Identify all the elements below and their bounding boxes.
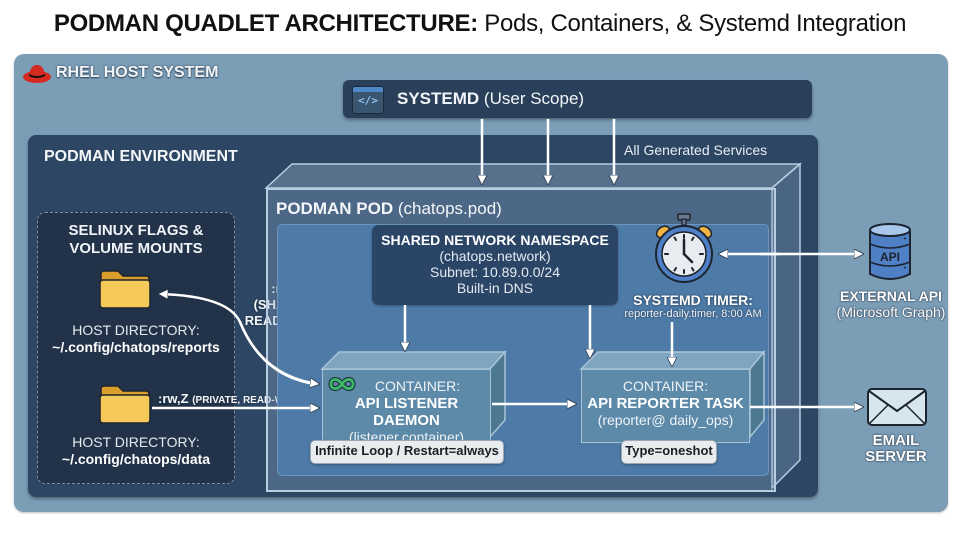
listener-restart-badge: Infinite Loop / Restart=always	[310, 440, 504, 464]
mount-flag-rw-note: (PRIVATE, READ-WRITE)	[192, 395, 311, 406]
envelope-icon	[867, 388, 927, 426]
email-line1: EMAIL	[872, 432, 920, 449]
shared-network-namespace-box: SHARED NETWORK NAMESPACE (chatops.networ…	[372, 225, 618, 305]
host-directory-reports: HOST DIRECTORY: ~/.config/chatops/report…	[37, 322, 235, 356]
network-title: SHARED NETWORK NAMESPACE	[381, 232, 609, 248]
mount-flag-rw-flag: :rw,Z	[158, 391, 189, 406]
api-icon-label: API	[879, 250, 900, 264]
email-server-label: EMAIL SERVER	[856, 433, 936, 465]
systemd-timer-detail: reporter-daily.timer, 8:00 AM	[624, 308, 762, 320]
container-kind: CONTAINER:	[374, 378, 461, 394]
arrow-reports-mount	[160, 294, 316, 386]
folder-icon	[99, 385, 151, 424]
container-name: API REPORTER TASK	[587, 395, 744, 412]
container-api-reporter: CONTAINER: API REPORTER TASK (reporter@ …	[581, 369, 750, 443]
network-name: (chatops.network)	[439, 248, 551, 264]
title-rest: Pods, Containers, & Systemd Integration	[484, 10, 907, 37]
systemd-label-rest: (User Scope)	[483, 89, 585, 108]
network-subnet: Subnet: 10.89.0.0/24	[430, 264, 560, 280]
pod-label-rest: (chatops.pod)	[397, 199, 502, 218]
systemd-label: SYSTEMD (User Scope)	[397, 89, 584, 109]
selinux-panel-title: SELINUX FLAGS & VOLUME MOUNTS	[37, 222, 235, 258]
generated-services-note: All Generated Services	[624, 142, 768, 158]
selinux-volume-panel	[37, 212, 235, 484]
host-directory-path: ~/.config/chatops/reports	[52, 339, 220, 355]
podman-environment-label: PODMAN ENVIRONMENT	[44, 148, 238, 165]
container-name: API LISTENER DAEMON	[354, 395, 459, 429]
external-api-subtitle: (Microsoft Graph)	[836, 304, 946, 320]
host-directory-data: HOST DIRECTORY: ~/.config/chatops/data	[37, 434, 235, 468]
systemd-timer-title: SYSTEMD TIMER:	[633, 292, 753, 308]
arrow-reports-mount-to-listener	[238, 321, 318, 384]
diagram-title: PODMAN QUADLET ARCHITECTURE: Pods, Conta…	[0, 10, 960, 38]
title-bold: PODMAN QUADLET ARCHITECTURE:	[53, 10, 478, 37]
pod-label-bold: PODMAN POD	[276, 199, 394, 218]
external-api-label: EXTERNAL API (Microsoft Graph)	[826, 288, 956, 320]
stopwatch-icon	[655, 213, 713, 283]
systemd-label-bold: SYSTEMD	[397, 89, 480, 108]
code-window-icon: </>	[352, 86, 384, 114]
redhat-hat-icon	[23, 65, 51, 83]
host-directory-path: ~/.config/chatops/data	[61, 451, 211, 467]
reporter-type-badge: Type=oneshot	[621, 440, 717, 464]
selinux-title-line1: SELINUX FLAGS &	[68, 222, 204, 239]
selinux-title-line2: VOLUME MOUNTS	[69, 240, 203, 257]
container-unit: (reporter@ daily_ops)	[597, 412, 734, 428]
infinity-icon	[328, 377, 356, 391]
container-kind: CONTAINER:	[622, 378, 709, 394]
podman-pod-label: PODMAN POD (chatops.pod)	[276, 199, 502, 219]
email-line2: SERVER	[865, 448, 927, 465]
host-directory-label: HOST DIRECTORY:	[72, 322, 200, 338]
external-api-title: EXTERNAL API	[840, 288, 942, 304]
systemd-user-scope-box	[343, 80, 812, 118]
network-dns: Built-in DNS	[456, 280, 534, 296]
folder-icon	[99, 270, 151, 309]
host-directory-label: HOST DIRECTORY:	[72, 434, 200, 450]
mount-flag-rw: :rw,Z (PRIVATE, READ-WRITE)	[158, 391, 310, 409]
rhel-host-label: RHEL HOST SYSTEM	[56, 64, 219, 81]
api-database-icon	[869, 223, 911, 280]
